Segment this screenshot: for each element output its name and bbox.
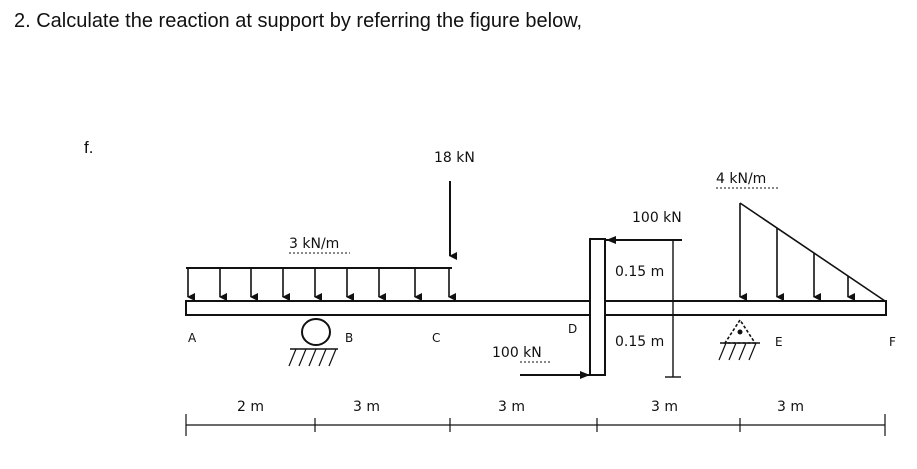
arm-bottom-label: 0.15 m: [615, 334, 664, 350]
point-d-label: D: [568, 322, 577, 336]
point-b-label: B: [345, 331, 353, 345]
triangular-load-label: 4 kN/m: [716, 171, 766, 187]
span-de-label: 3 m: [651, 399, 678, 415]
point-f-label: F: [889, 335, 896, 349]
point-c-label: C: [432, 331, 440, 345]
bracket-d: [589, 238, 606, 376]
span-ab-label: 2 m: [237, 399, 264, 415]
arm-top-label: 0.15 m: [615, 264, 664, 280]
point-e-label: E: [775, 335, 783, 349]
support-b-roller: [288, 318, 338, 367]
span-bc-label: 3 m: [353, 399, 380, 415]
beam: [185, 300, 887, 316]
span-dimension-line: [185, 414, 886, 436]
arm-dimension: [665, 239, 681, 378]
udl-left-label: 3 kN/m: [289, 236, 339, 252]
span-cd-label: 3 m: [498, 399, 525, 415]
question-text: 2. Calculate the reaction at support by …: [14, 10, 583, 32]
support-e-pin: [718, 318, 760, 361]
subpart-label: f.: [84, 138, 94, 157]
couple-top-label: 100 kN: [632, 210, 682, 226]
couple-bottom-label: 100 kN: [492, 345, 542, 361]
point-load-label: 18 kN: [434, 150, 475, 166]
point-a-label: A: [188, 331, 197, 345]
udl-left: [186, 267, 456, 301]
triangular-load: [739, 202, 886, 302]
span-ef-label: 3 m: [777, 399, 804, 415]
